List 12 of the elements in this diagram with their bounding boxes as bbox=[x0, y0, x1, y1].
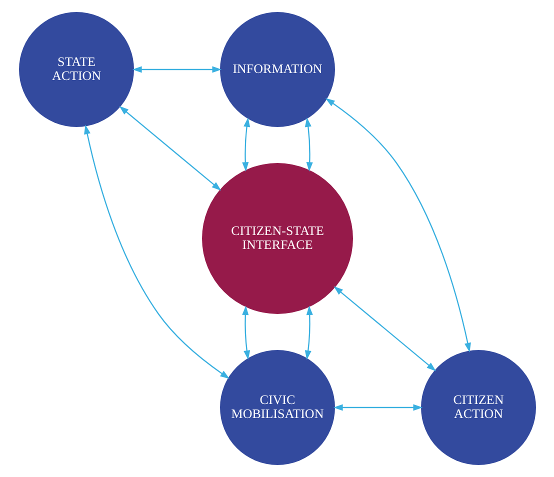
arrow bbox=[332, 404, 422, 411]
arrow bbox=[304, 117, 312, 172]
arrow bbox=[324, 98, 470, 352]
arrow bbox=[118, 106, 221, 191]
arrow bbox=[132, 66, 222, 73]
arrow bbox=[333, 286, 436, 372]
node-circle: STATE ACTION bbox=[18, 12, 134, 127]
arrow bbox=[84, 124, 230, 379]
arrow bbox=[242, 117, 250, 172]
arrow bbox=[242, 306, 250, 360]
node-circle: CITIZEN ACTION bbox=[420, 350, 536, 465]
arrow bbox=[304, 306, 312, 360]
